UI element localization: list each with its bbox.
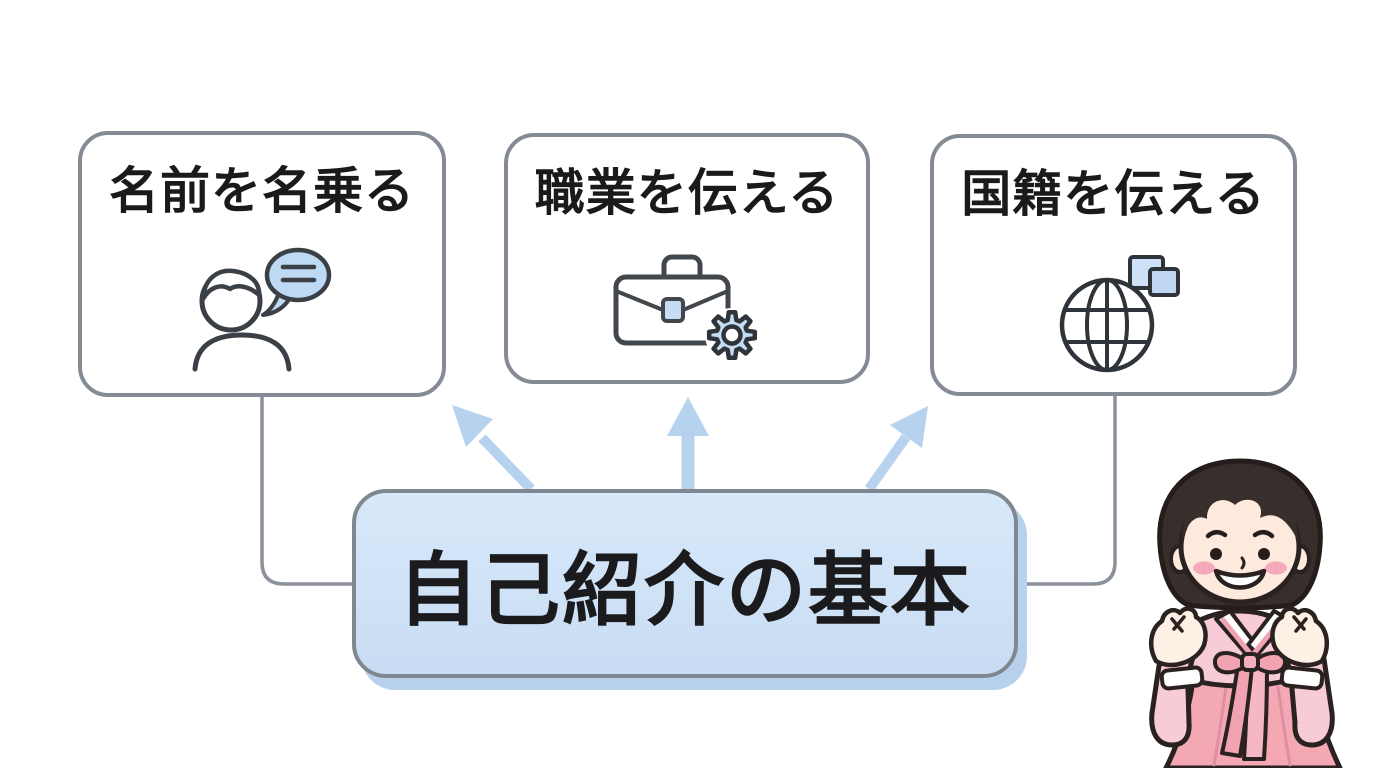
main-topic-title: 自己紹介の基本 — [398, 545, 972, 635]
box-say-your-name: 名前を名乗る — [78, 131, 446, 397]
main-topic-box: 自己紹介の基本 — [352, 489, 1018, 678]
connector-left — [260, 395, 356, 586]
box-title: 職業を伝える — [534, 165, 840, 221]
person-speech-icon — [192, 247, 332, 372]
arrow-up-middle — [667, 397, 709, 489]
arrow-up-left-head — [452, 405, 493, 447]
box-tell-occupation: 職業を伝える — [504, 133, 870, 384]
box-title: 国籍を伝える — [961, 166, 1266, 222]
briefcase-gear-icon — [613, 254, 759, 362]
arrow-up-right-head — [890, 406, 928, 448]
connector-right — [1014, 394, 1117, 586]
globe-flag-icon — [1059, 255, 1180, 373]
box-tell-nationality: 国籍を伝える — [930, 134, 1297, 396]
arrow-up-right-shaft — [864, 434, 911, 492]
box-title: 名前を名乗る — [109, 163, 415, 219]
girl-hanbok-finger-hearts-illustration — [1148, 458, 1343, 768]
arrow-up-left-shaft — [478, 434, 535, 493]
